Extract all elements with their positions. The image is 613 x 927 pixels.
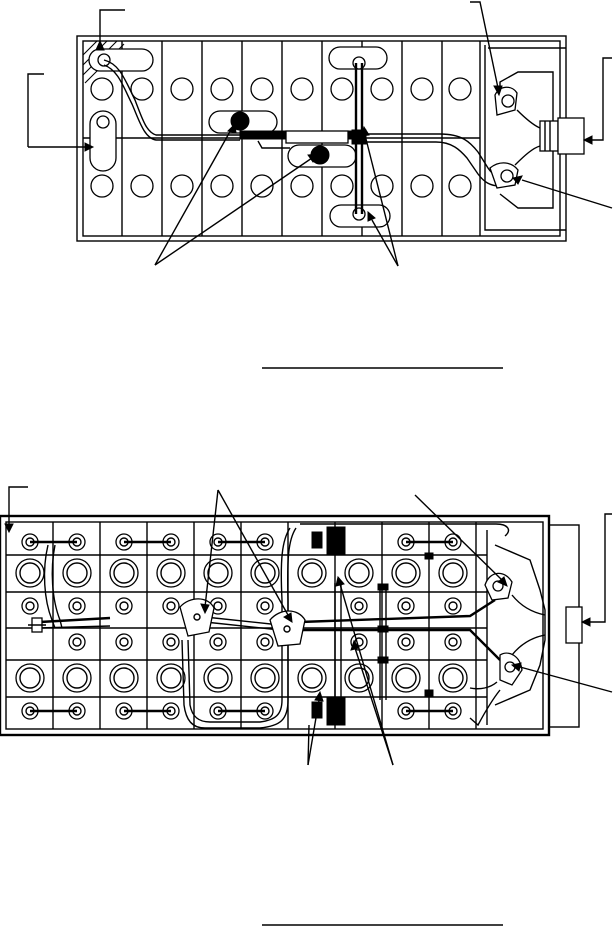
top-cables xyxy=(103,59,506,214)
bottom-leaders xyxy=(4,486,613,766)
bottom-leader-1 xyxy=(8,486,28,524)
top-leader-6 xyxy=(154,127,233,266)
bottom-battery-diagram xyxy=(0,486,613,926)
top-leader-5 xyxy=(521,179,613,209)
bottom-terminal-nuts xyxy=(21,533,462,720)
bottom-terminal-compartment xyxy=(28,530,546,725)
bottom-leader-5 xyxy=(519,666,613,693)
top-connector-receptacle xyxy=(539,120,559,152)
bottom-leader-2 xyxy=(204,489,219,608)
bottom-leader-3 xyxy=(414,494,503,581)
top-terminal-compartment xyxy=(484,45,585,231)
top-cell-straps xyxy=(88,46,391,228)
bottom-clamp-2 xyxy=(269,610,306,647)
top-leader-1 xyxy=(99,9,125,50)
top-leader-7 xyxy=(364,134,399,267)
bottom-vent-caps xyxy=(15,558,468,693)
top-leader-3 xyxy=(470,1,499,89)
bottom-leader-4 xyxy=(590,513,612,623)
top-leaders xyxy=(27,1,613,267)
bottom-insulators xyxy=(311,526,346,726)
top-battery-diagram xyxy=(27,1,613,369)
bottom-clamp-1 xyxy=(179,598,215,637)
bottom-battery-case-inner xyxy=(5,521,544,730)
top-vent-caps-upper xyxy=(90,77,472,101)
bottom-cell-dividers xyxy=(6,522,487,729)
top-link-sleeve xyxy=(285,130,349,144)
bottom-cables xyxy=(30,523,510,729)
bottom-connector-receptacle xyxy=(565,606,583,644)
top-vent-caps-lower xyxy=(90,174,472,198)
bottom-cable-clamps xyxy=(179,598,306,647)
bottom-leader-7 xyxy=(339,583,394,766)
bottom-leader-6 xyxy=(307,699,320,766)
top-leader-2 xyxy=(27,73,44,147)
top-leader-4 xyxy=(592,57,612,141)
